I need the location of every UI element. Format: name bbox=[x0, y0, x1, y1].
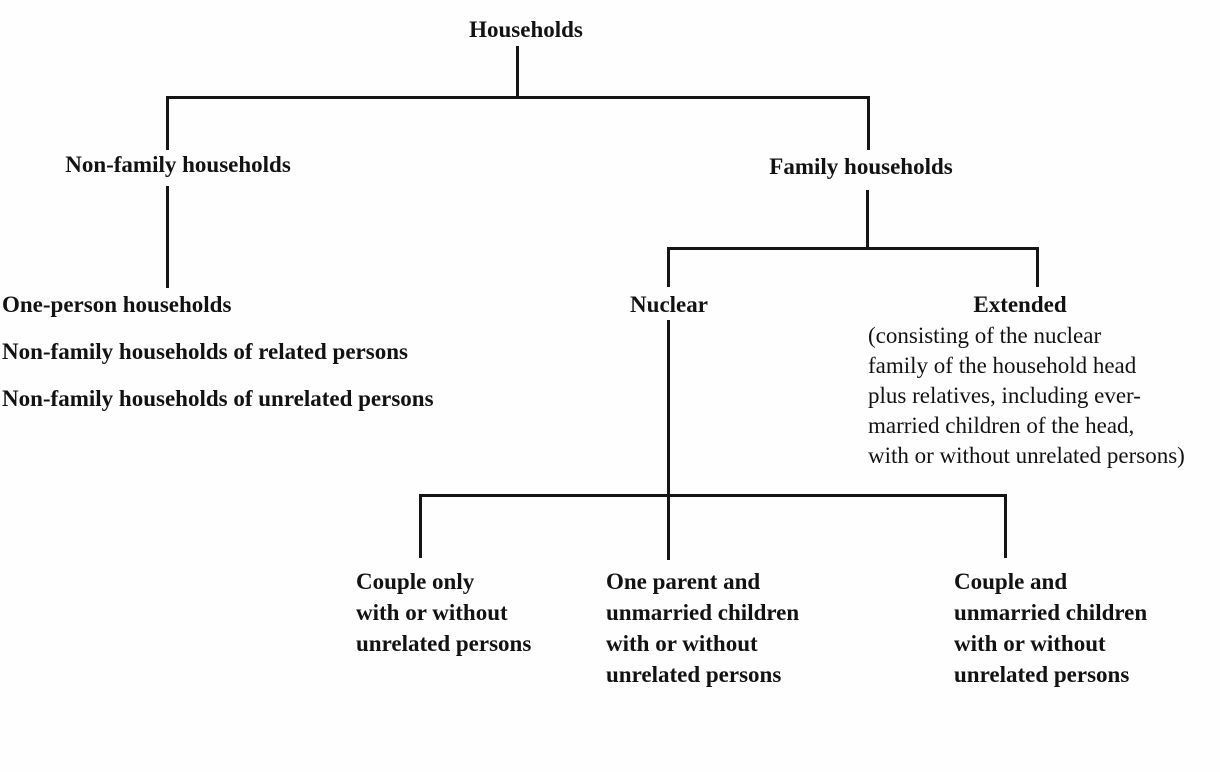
node-couple-only-line: Couple only bbox=[356, 569, 475, 594]
node-non-family-unrelated-persons: Non-family households of unrelated perso… bbox=[2, 386, 434, 411]
edge-non-family-stem-lower bbox=[166, 186, 169, 288]
node-couple-unmarried-children: Couple and unmarried children with or wi… bbox=[954, 566, 1147, 690]
node-households: Households bbox=[469, 17, 583, 42]
edge-level3-horizontal bbox=[419, 494, 1007, 497]
node-extended: Extended bbox=[973, 292, 1067, 317]
edge-family-stem-lower bbox=[866, 190, 869, 249]
node-couple-children-line: Couple and bbox=[954, 569, 1068, 594]
node-one-parent-unmarried-children: One parent and unmarried children with o… bbox=[606, 566, 799, 690]
edge-nuclear-stem-long bbox=[667, 320, 670, 560]
edge-nuclear-stub bbox=[667, 247, 670, 287]
node-one-parent-line: with or without bbox=[606, 631, 758, 656]
edge-extended-stub bbox=[1036, 247, 1039, 287]
edge-family-stem-upper bbox=[867, 96, 870, 150]
node-one-parent-line: unrelated persons bbox=[606, 662, 782, 687]
edge-level2-horizontal bbox=[667, 247, 1039, 250]
edge-couple-children-stub bbox=[1004, 494, 1007, 558]
extended-description-line: married children of the head, bbox=[868, 413, 1135, 438]
node-one-parent-line: unmarried children bbox=[606, 600, 800, 625]
node-couple-only: Couple only with or without unrelated pe… bbox=[356, 566, 531, 659]
edge-level1-horizontal bbox=[166, 96, 870, 99]
node-couple-only-line: unrelated persons bbox=[356, 631, 532, 656]
node-couple-children-line: unrelated persons bbox=[954, 662, 1130, 687]
edge-households-stem bbox=[516, 46, 519, 97]
node-non-family-households: Non-family households bbox=[65, 152, 291, 177]
extended-description: (consisting of the nuclear family of the… bbox=[868, 321, 1185, 471]
node-nuclear: Nuclear bbox=[630, 292, 708, 317]
edge-couple-only-stub bbox=[419, 494, 422, 558]
edge-non-family-stem-upper bbox=[166, 96, 169, 150]
extended-description-line: plus relatives, including ever- bbox=[868, 383, 1141, 408]
extended-description-line: with or without unrelated persons) bbox=[868, 443, 1185, 468]
extended-description-line: family of the household head bbox=[868, 353, 1137, 378]
node-non-family-related-persons: Non-family households of related persons bbox=[2, 339, 408, 364]
non-family-children-list: One-person households Non-family househo… bbox=[2, 290, 434, 431]
extended-description-line: (consisting of the nuclear bbox=[868, 323, 1102, 348]
node-couple-only-line: with or without bbox=[356, 600, 508, 625]
node-couple-children-line: unmarried children bbox=[954, 600, 1148, 625]
node-family-households: Family households bbox=[769, 154, 953, 179]
node-couple-children-line: with or without bbox=[954, 631, 1106, 656]
node-one-person-households: One-person households bbox=[2, 292, 232, 317]
node-one-parent-line: One parent and bbox=[606, 569, 761, 594]
